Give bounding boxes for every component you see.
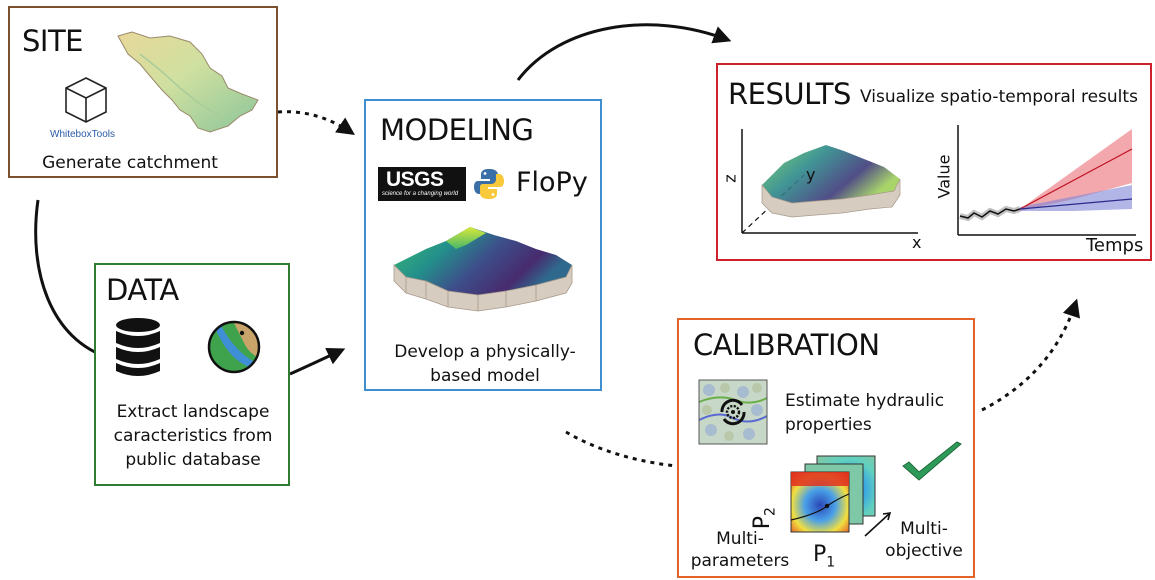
modeling-title: MODELING: [380, 113, 534, 147]
site-box: SITE WhiteboxTools Generate catchment: [8, 6, 278, 178]
multiparam-line-2: parameters: [690, 551, 790, 571]
usgs-logo: USGS science for a changing world: [378, 167, 466, 201]
axis-value-label: Value: [934, 154, 954, 199]
data-caption-line-2: caracteristics from: [113, 426, 273, 446]
data-caption-line-3: public database: [125, 450, 261, 470]
results-subtitle: Visualize spatio-temporal results: [860, 87, 1138, 107]
axis-time-label: Temps: [1086, 235, 1144, 256]
axis-z-label: z: [720, 174, 740, 183]
multiobj-line-1: Multi-: [900, 519, 948, 539]
arrow-site-to-modeling: [277, 110, 355, 136]
arrow-data-to-modeling: [289, 347, 346, 376]
results-title: RESULTS: [728, 77, 851, 111]
site-caption: Generate catchment: [42, 153, 218, 173]
p2-label: P2: [750, 507, 778, 529]
connector-modeling-to-calibration: [565, 430, 677, 468]
flopy-text: FloPy: [516, 167, 588, 198]
modeling-caption-line-2: based model: [430, 366, 540, 386]
map-icon: [207, 320, 261, 374]
multiobjective-arrow: [864, 512, 892, 537]
hydraulic-text-line-1: Estimate hydraulic: [785, 391, 945, 411]
arrow-modeling-to-results: [516, 23, 732, 81]
spatial-results-plot: [741, 129, 918, 234]
p2-sub: 2: [762, 507, 779, 517]
groundwater-model-3d: [393, 227, 573, 312]
multiparam-line-1: Multi-: [716, 529, 764, 549]
results-box: RESULTS Visualize spatio-temporal result…: [716, 63, 1152, 261]
data-title: DATA: [106, 273, 179, 307]
objective-heatmaps: [790, 455, 876, 533]
checkmark-icon: [902, 441, 962, 481]
calibration-box: CALIBRATION Estimate hydraulic propertie…: [677, 318, 975, 578]
data-caption-line-1: Extract landscape: [116, 402, 270, 422]
modeling-box: MODELING USGS science for a changing wor…: [364, 99, 602, 391]
axis-y-label: y: [806, 165, 816, 184]
modeling-caption-line-1: Develop a physically-: [394, 342, 576, 362]
cube-icon: [65, 77, 107, 123]
whiteboxtools-logo-text: WhiteboxTools: [50, 129, 116, 140]
data-box: DATA Extract landscape caracteristics fr…: [94, 263, 290, 486]
p1-base: P: [813, 542, 827, 567]
gear-icon: [720, 398, 746, 426]
calibration-title: CALIBRATION: [693, 328, 880, 362]
python-logo-icon: [474, 169, 504, 199]
catchment-map: [117, 31, 259, 133]
site-title: SITE: [22, 24, 84, 58]
p1-label: P1: [813, 542, 835, 570]
connector-site-to-data: [34, 199, 111, 360]
usgs-logo-tagline: science for a changing world: [382, 191, 459, 197]
p1-sub: 1: [826, 554, 836, 571]
multiobj-line-2: objective: [885, 541, 963, 561]
database-icon: [116, 318, 160, 376]
temporal-results-plot: [957, 125, 1136, 236]
arrow-calibration-to-results: [981, 298, 1080, 412]
hydraulic-text-line-2: properties: [785, 415, 872, 435]
axis-x-label: x: [912, 233, 922, 252]
usgs-logo-text: USGS: [386, 168, 444, 191]
